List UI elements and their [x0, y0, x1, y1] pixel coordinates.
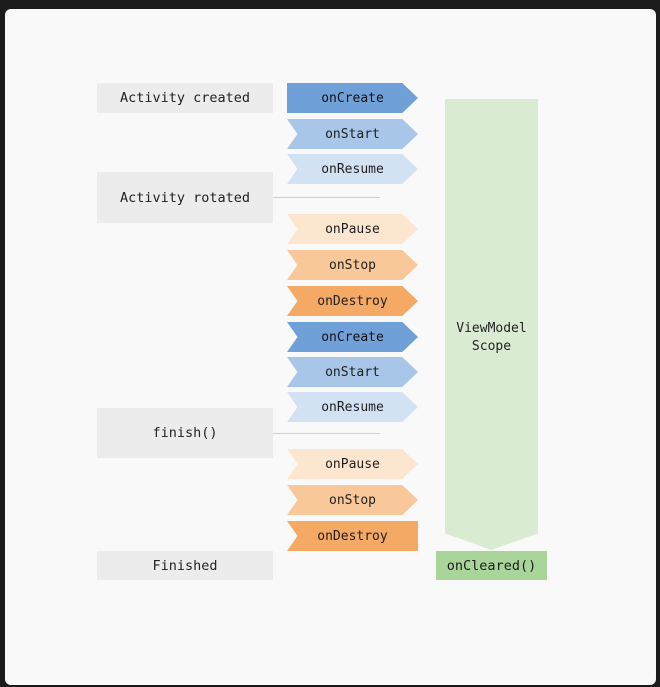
step-onstart: onStart	[287, 119, 418, 149]
step-oncreate-2: onCreate	[287, 322, 418, 352]
event-activity-created: Activity created	[97, 83, 273, 113]
step-oncreate: onCreate	[287, 83, 418, 113]
step-ondestroy: onDestroy	[287, 286, 418, 316]
viewmodel-scope-bar	[445, 99, 538, 550]
step-onresume: onResume	[287, 154, 418, 184]
step-onresume-2: onResume	[287, 392, 418, 422]
rotated-divider	[273, 197, 380, 198]
step-ondestroy-2: onDestroy	[287, 521, 418, 551]
finish-divider	[273, 433, 380, 434]
step-onstop-2: onStop	[287, 485, 418, 515]
step-onstart-2: onStart	[287, 357, 418, 387]
event-finish: finish()	[97, 408, 273, 458]
event-activity-rotated: Activity rotated	[97, 172, 273, 223]
step-onpause-2: onPause	[287, 449, 418, 479]
oncleared-box: onCleared()	[436, 551, 547, 580]
event-finished: Finished	[97, 551, 273, 580]
step-onstop: onStop	[287, 250, 418, 280]
viewmodel-scope-label: ViewModel Scope	[456, 321, 527, 354]
step-onpause: onPause	[287, 214, 418, 244]
